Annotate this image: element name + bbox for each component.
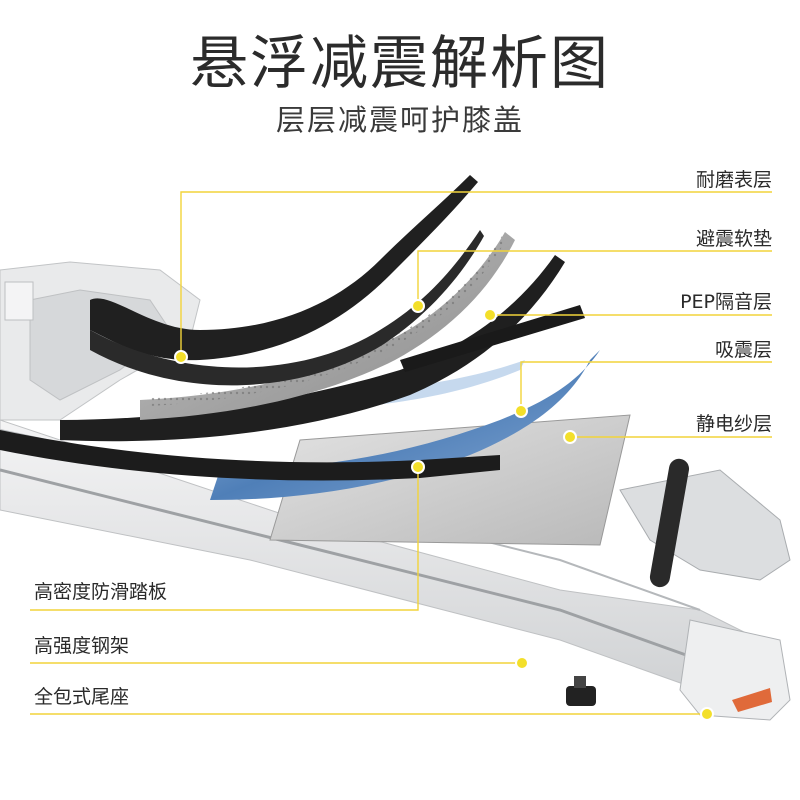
label-static-layer: 静电纱层 xyxy=(696,412,772,436)
label-shock-pad: 避震软垫 xyxy=(696,227,772,251)
label-wear-layer: 耐磨表层 xyxy=(696,168,772,192)
label-absorb-layer: 吸震层 xyxy=(715,338,772,362)
dot-frame xyxy=(516,657,528,669)
dot-absorb xyxy=(515,405,527,417)
page-title: 悬浮减震解析图 xyxy=(0,28,800,98)
label-deck: 高密度防滑踏板 xyxy=(34,580,167,604)
label-tail: 全包式尾座 xyxy=(34,685,129,709)
dot-pad xyxy=(412,300,424,312)
label-pep-layer: PEP隔音层 xyxy=(680,290,772,314)
callout-line-absorb xyxy=(521,362,772,411)
dot-pep xyxy=(484,309,496,321)
page-subtitle: 层层减震呵护膝盖 xyxy=(0,100,800,140)
dot-static xyxy=(564,431,576,443)
dot-wear xyxy=(175,351,187,363)
dot-deck xyxy=(412,461,424,473)
label-frame: 高强度钢架 xyxy=(34,634,129,658)
dot-tail xyxy=(701,708,713,720)
